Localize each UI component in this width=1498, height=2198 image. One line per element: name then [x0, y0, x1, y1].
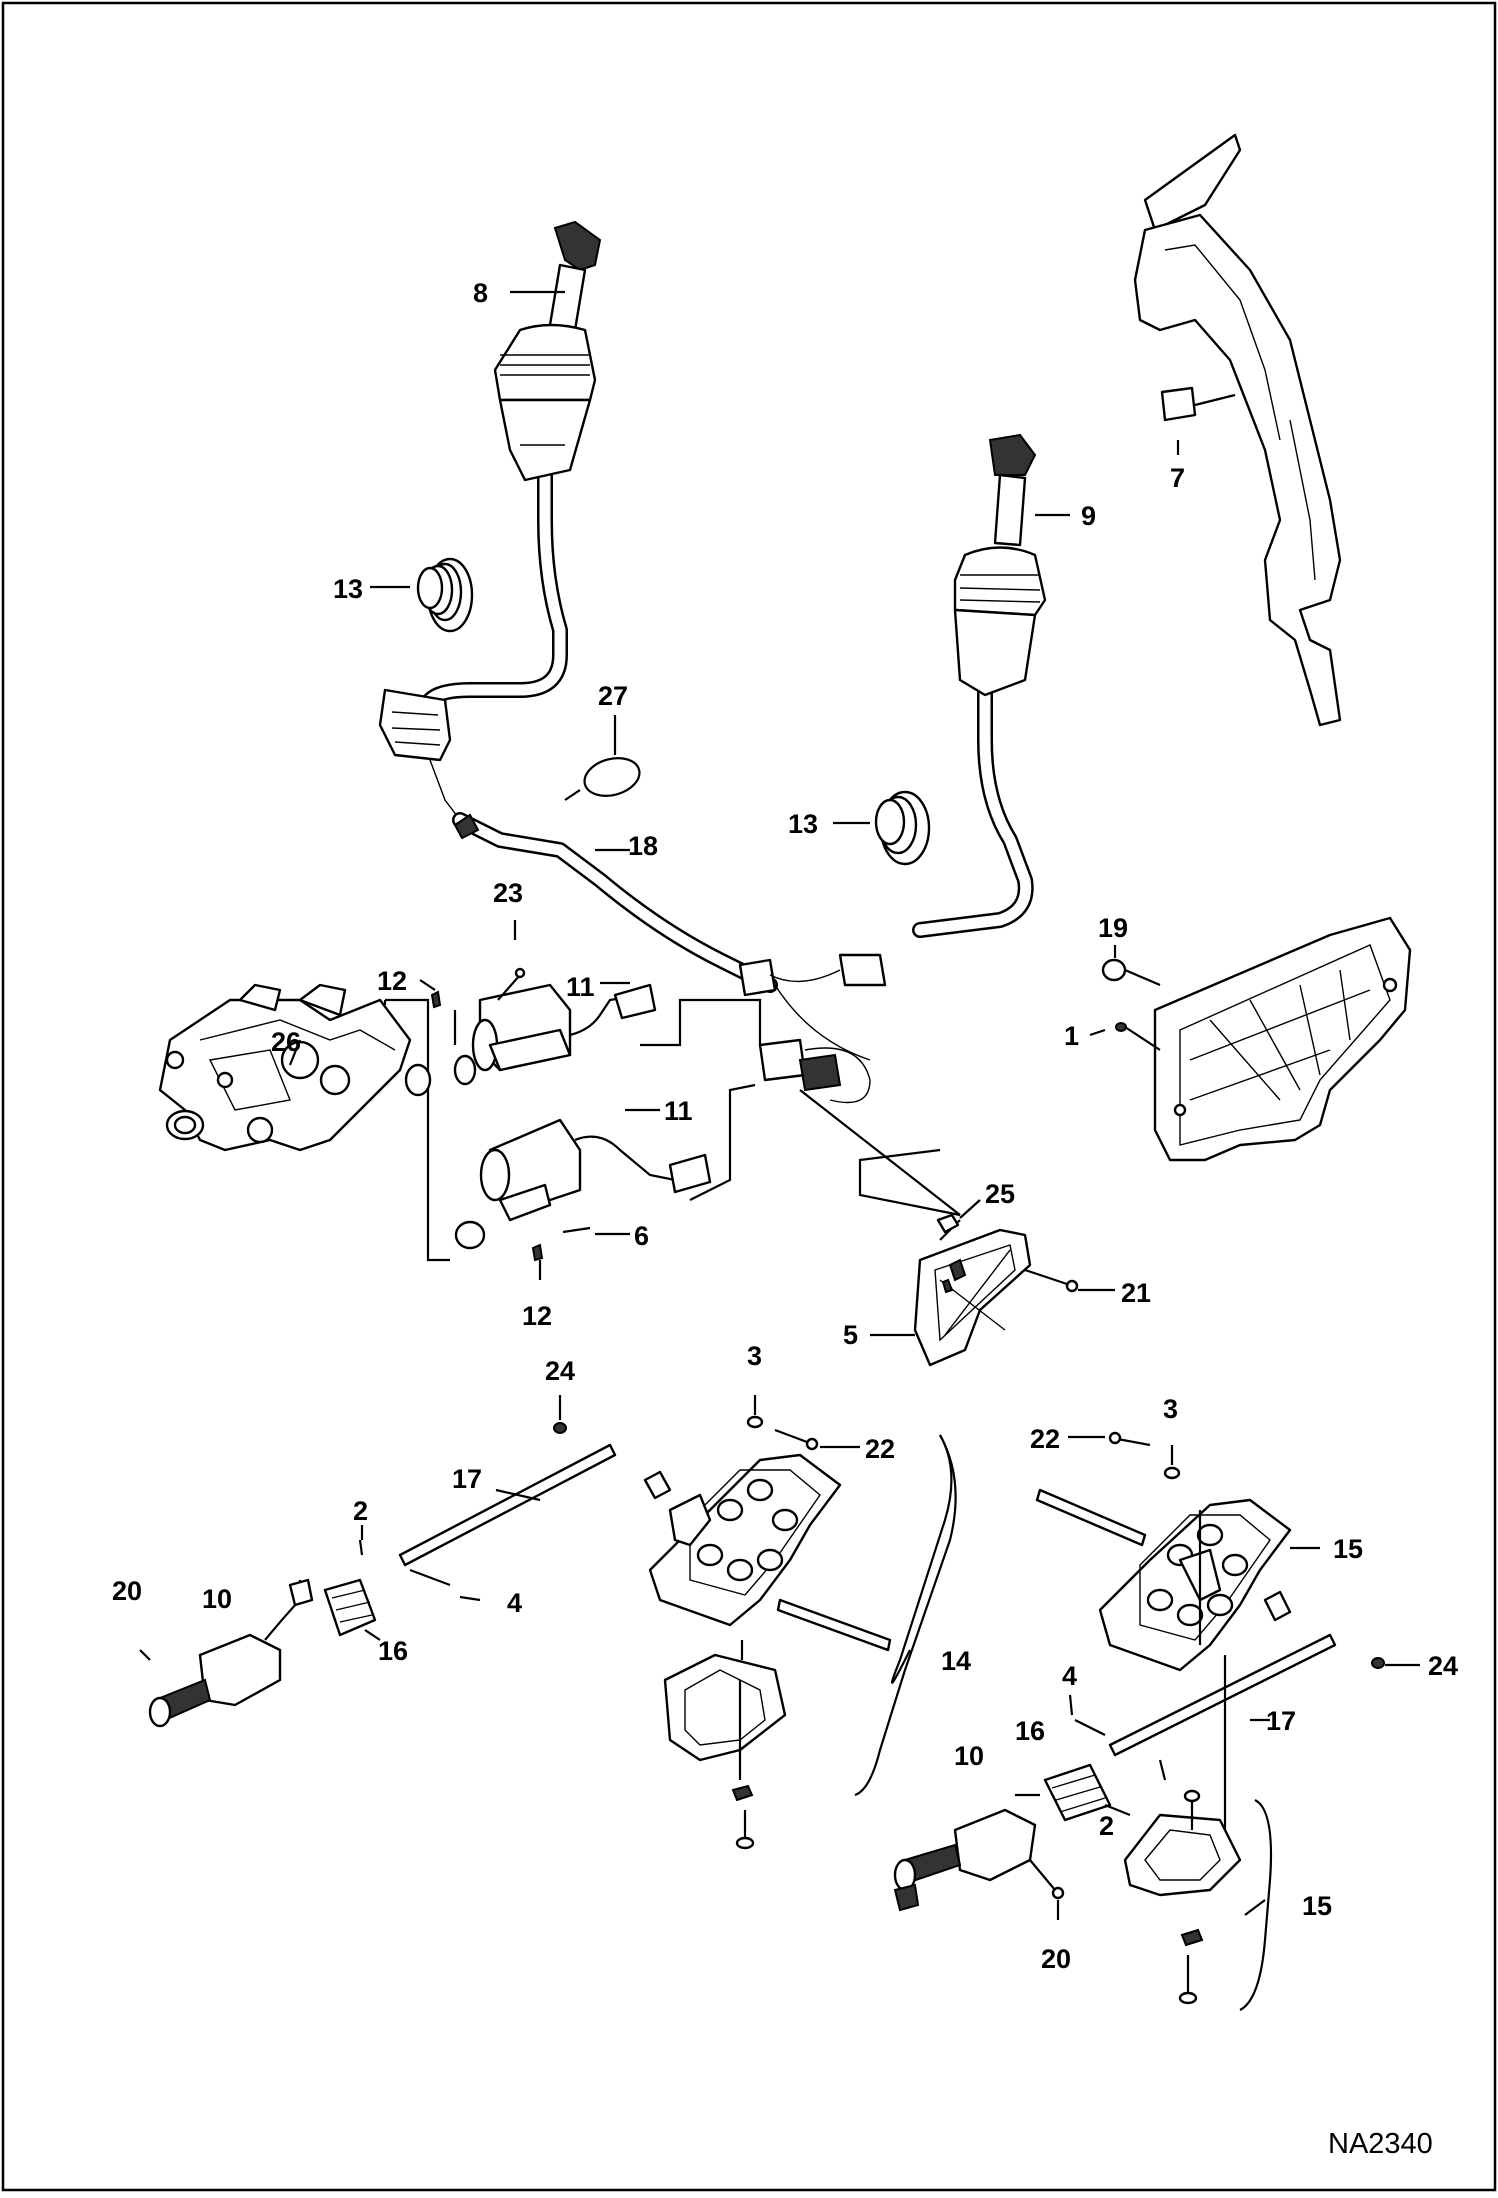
callout-24-right: 24: [1428, 1651, 1458, 1681]
nut-25: [936, 1213, 960, 1234]
boot-left: [416, 557, 474, 633]
nut-1: [1115, 1022, 1127, 1032]
callout-20-left: 20: [112, 1576, 142, 1606]
callout-11-upper: 11: [566, 972, 595, 1002]
callout-17-right: 17: [1266, 1706, 1296, 1736]
callout-10-right: 10: [954, 1741, 984, 1771]
wiring-harness: [452, 812, 887, 1104]
callout-4-left: 4: [507, 1588, 522, 1618]
o-ring-upper: [404, 1063, 432, 1097]
callout-22-right: 22: [1030, 1424, 1060, 1454]
callout-3-left: 3: [747, 1341, 762, 1371]
callout-19: 19: [1098, 913, 1128, 943]
callout-2-left: 2: [353, 1496, 368, 1526]
callout-21: 21: [1121, 1278, 1151, 1308]
callout-18: 18: [628, 831, 658, 861]
right-pedal-assembly: [893, 1431, 1385, 2011]
callout-12-lower: 12: [522, 1301, 552, 1331]
callout-8: 8: [473, 278, 488, 308]
grommet-19: [1101, 958, 1127, 982]
reference-lines: [383, 998, 961, 1262]
callout-26: 26: [271, 1027, 301, 1057]
right-joystick: [912, 433, 1047, 938]
callout-20-right: 20: [1041, 1944, 1071, 1974]
hydraulic-valve: [158, 983, 412, 1152]
pin-12-upper: [430, 990, 442, 1009]
callout-10-left: 10: [202, 1584, 232, 1614]
bolt-23: [497, 967, 526, 1001]
callout-15-lower: 15: [1302, 1891, 1332, 1921]
cable-tie: [564, 738, 641, 801]
callout-16-left: 16: [378, 1636, 408, 1666]
leader-lines: [288, 290, 1420, 1920]
callout-9: 9: [1081, 501, 1096, 531]
drawing-code: NA2340: [1328, 2128, 1433, 2160]
callout-13-right: 13: [788, 809, 818, 839]
callout-2-right: 2: [1099, 1811, 1114, 1841]
left-pedal-assembly: [139, 1415, 957, 1850]
callout-25: 25: [985, 1179, 1015, 1209]
bolt-21: [1065, 1279, 1079, 1293]
callout-22-left: 22: [865, 1434, 895, 1464]
solenoid-upper: [453, 983, 657, 1086]
callout-15-upper: 15: [1333, 1534, 1363, 1564]
o-ring-lower: [454, 1220, 486, 1250]
callout-13-left: 13: [333, 574, 363, 604]
callout-17-left: 17: [452, 1464, 482, 1494]
callout-7: 7: [1170, 463, 1185, 493]
callout-27: 27: [598, 681, 628, 711]
boot-right: [874, 790, 931, 866]
callout-6: 6: [634, 1221, 649, 1251]
callout-23: 23: [493, 878, 523, 908]
callout-1: 1: [1064, 1021, 1079, 1051]
side-panel: [1133, 133, 1342, 727]
callout-14: 14: [941, 1646, 971, 1676]
bracket-5: [913, 1213, 1079, 1367]
callout-5: 5: [843, 1320, 858, 1350]
callout-11-lower: 11: [664, 1096, 693, 1126]
mount-plate: [1101, 916, 1412, 1162]
callout-24-left: 24: [545, 1356, 575, 1386]
callout-3-right: 3: [1163, 1394, 1178, 1424]
solenoid-lower: [479, 1118, 712, 1262]
callout-12-upper: 12: [377, 966, 407, 996]
callout-4-right: 4: [1062, 1661, 1077, 1691]
left-joystick: [378, 220, 602, 821]
callout-16-right: 16: [1015, 1716, 1045, 1746]
callouts: 8 9 7 13 13 27 18 23 12 11 26 11 6 12 19…: [112, 278, 1458, 1974]
